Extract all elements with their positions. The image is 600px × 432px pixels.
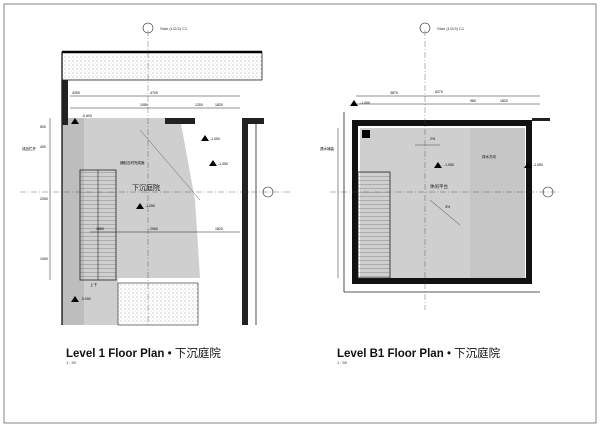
svg-text:-1.050: -1.050 [444, 163, 454, 167]
svg-text:1820: 1820 [215, 103, 223, 107]
svg-text:-1.050: -1.050 [145, 204, 155, 208]
svg-text:3%: 3% [445, 205, 450, 209]
plan-title-level-1: Level 1 Floor Plan • 下沉庭院 [66, 348, 221, 360]
svg-text:2%: 2% [430, 137, 435, 141]
svg-text:成品栏杆: 成品栏杆 [22, 146, 36, 151]
svg-text:铺贴石材完成面: 铺贴石材完成面 [120, 160, 145, 165]
b1-wall-bottom [352, 278, 532, 284]
b1-wall-left [352, 120, 358, 284]
svg-text:透水铺装: 透水铺装 [320, 146, 334, 151]
svg-text:-1.050: -1.050 [218, 162, 228, 166]
level-1-plan: Stair (1/2/3) C1 下沉庭院 4250 1050 1200 470… [20, 22, 290, 326]
svg-text:1820: 1820 [215, 227, 223, 231]
svg-text:2000: 2000 [40, 197, 48, 201]
svg-text:1000: 1000 [40, 257, 48, 261]
room-label: 下沉庭院 [132, 183, 160, 192]
svg-text:-1.050: -1.050 [210, 137, 220, 141]
svg-text:1050: 1050 [140, 103, 148, 107]
svg-text:6270: 6270 [435, 90, 443, 94]
svg-text:Stair (1/2/3) C1: Stair (1/2/3) C1 [437, 26, 465, 31]
svg-text:上下: 上下 [90, 282, 97, 287]
section-marker [262, 186, 274, 198]
level-b1-plan: Stair (1/2/3) C1 休闲平台 3870 6270 980 1820… [320, 22, 560, 310]
room-label: 休闲平台 [430, 183, 448, 190]
svg-text:0.000: 0.000 [82, 297, 91, 301]
plan-scale: 1 : 50 [66, 360, 77, 365]
b1-stair [357, 171, 391, 279]
svg-text:980: 980 [470, 99, 476, 103]
plan-title-level-b1: Level B1 Floor Plan • 下沉庭院 [337, 348, 501, 360]
svg-text:2960: 2960 [150, 227, 158, 231]
b1-wall-top [352, 120, 532, 126]
section-marker [142, 22, 154, 34]
wall-right [242, 118, 248, 325]
svg-text:1880: 1880 [96, 227, 104, 231]
plan-scale: 1 : 50 [337, 360, 348, 365]
svg-text:1820: 1820 [500, 99, 508, 103]
svg-text:1200: 1200 [195, 103, 203, 107]
svg-text:4250: 4250 [72, 91, 80, 95]
svg-text:3870: 3870 [390, 91, 398, 95]
svg-text:-0.600: -0.600 [82, 114, 92, 118]
svg-text:-1.050: -1.050 [533, 163, 543, 167]
svg-text:排水方向: 排水方向 [482, 154, 496, 159]
svg-text:500: 500 [40, 125, 46, 129]
section-marker-label: Stair (1/2/3) C1 [160, 26, 188, 31]
svg-text:-1.000: -1.000 [360, 101, 370, 105]
paving-zone [61, 51, 263, 81]
svg-text:4700: 4700 [150, 91, 158, 95]
svg-text:400: 400 [40, 145, 46, 149]
